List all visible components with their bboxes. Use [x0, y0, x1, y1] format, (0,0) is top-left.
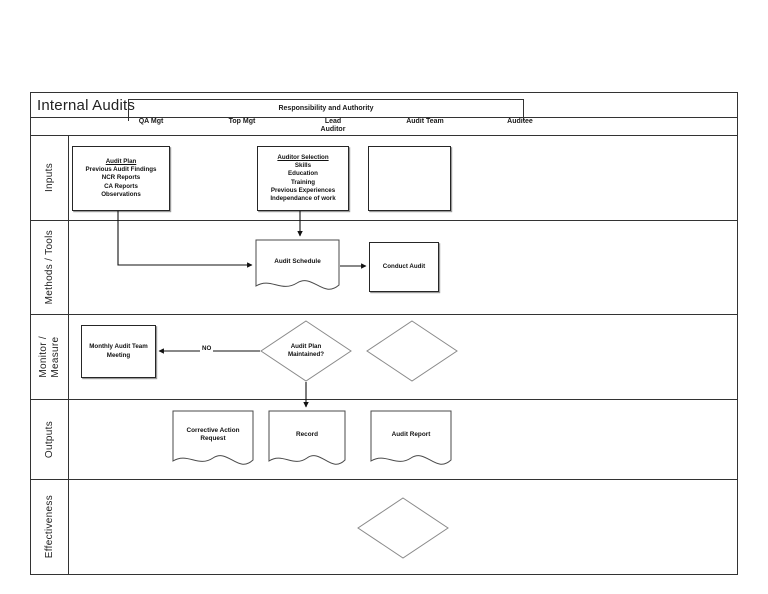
- row-label-cell-outputs: Outputs: [31, 400, 69, 479]
- shape-monthly-audit-team-meeting[interactable]: Monthly Audit Team Meeting: [81, 325, 156, 378]
- column-header-audit-team: Audit Team: [406, 118, 444, 125]
- shape-record[interactable]: Record: [268, 410, 346, 470]
- shape-audit-report[interactable]: Audit Report: [370, 410, 452, 470]
- swimlane-row-monitor-measure: Monitor / Measure: [31, 315, 738, 400]
- auditor-selection-line-2: Education: [288, 170, 318, 178]
- decision-diamond-icon: [260, 320, 352, 382]
- document-shape-icon: [172, 410, 254, 465]
- column-header-top-mgt: Top Mgt: [228, 118, 256, 125]
- responsibility-bracket: [128, 99, 524, 121]
- audit-plan-line-4: Observations: [101, 190, 141, 198]
- audit-plan-line-3: CA Reports: [104, 182, 138, 190]
- row-label-methods-tools: Methods / Tools: [43, 230, 55, 305]
- document-shape-icon: [255, 239, 340, 290]
- audit-plan-header: Audit Plan: [105, 157, 137, 165]
- page-title: Internal Audits: [37, 96, 136, 114]
- auditor-selection-line-4: Previous Experiences: [270, 186, 336, 194]
- column-header-lead-auditor: Lead Auditor: [320, 118, 346, 133]
- row-label-cell-monitor-measure: Monitor / Measure: [31, 315, 69, 399]
- row-label-cell-methods-tools: Methods / Tools: [31, 221, 69, 314]
- swimlane-row-inputs: Inputs: [31, 136, 738, 221]
- shape-monitor-empty-diamond[interactable]: [366, 320, 458, 382]
- row-label-monitor-measure: Monitor / Measure: [37, 336, 61, 378]
- auditor-selection-header: Auditor Selection: [277, 153, 329, 161]
- auditor-selection-line-3: Training: [290, 178, 316, 186]
- swimlane-row-outputs: Outputs: [31, 400, 738, 480]
- row-label-outputs: Outputs: [43, 420, 55, 459]
- shape-corrective-action-request-label: Corrective Action Request: [186, 426, 240, 443]
- shape-audit-schedule-label: Audit Schedule: [274, 258, 321, 266]
- document-shape-icon: [268, 410, 346, 465]
- audit-plan-line-2: NCR Reports: [101, 174, 141, 182]
- shape-effectiveness-empty-diamond[interactable]: [357, 497, 449, 559]
- shape-inputs-empty-box-text: [409, 178, 411, 180]
- edge-label-no: NO: [200, 345, 214, 352]
- column-header-auditee: Auditee: [507, 118, 533, 125]
- shape-auditor-selection-text: Auditor Selection Skills Education Train…: [269, 153, 336, 204]
- shape-inputs-empty-box[interactable]: [368, 146, 451, 211]
- shape-audit-schedule[interactable]: Audit Schedule: [255, 239, 340, 294]
- row-label-effectiveness: Effectiveness: [43, 495, 55, 559]
- audit-plan-line-1: Previous Audit Findings: [85, 166, 157, 174]
- responsibility-header-label: Responsibility and Authority: [278, 105, 374, 112]
- row-label-cell-effectiveness: Effectiveness: [31, 480, 69, 574]
- shape-record-label: Record: [295, 430, 319, 438]
- document-shape-icon: [370, 410, 452, 465]
- title-row: Internal Audits: [31, 93, 738, 118]
- shape-audit-plan[interactable]: Audit Plan Previous Audit Findings NCR R…: [72, 146, 170, 211]
- swimlane-row-effectiveness: Effectiveness: [31, 480, 738, 574]
- shape-conduct-audit-label: Conduct Audit: [382, 262, 426, 270]
- shape-monthly-audit-team-meeting-label: Monthly Audit Team Meeting: [89, 343, 148, 359]
- shape-corrective-action-request[interactable]: Corrective Action Request: [172, 410, 254, 470]
- shape-auditor-selection[interactable]: Auditor Selection Skills Education Train…: [257, 146, 349, 211]
- row-label-cell-inputs: Inputs: [31, 136, 69, 220]
- auditor-selection-line-1: Skills: [294, 162, 312, 170]
- shape-audit-plan-maintained[interactable]: Audit Plan Maintained?: [260, 320, 352, 382]
- shape-audit-report-label: Audit Report: [391, 430, 431, 438]
- shape-audit-plan-text: Audit Plan Previous Audit Findings NCR R…: [85, 157, 158, 200]
- shape-conduct-audit[interactable]: Conduct Audit: [369, 242, 439, 292]
- column-header-qa-mgt: QA Mgt: [138, 118, 164, 125]
- auditor-selection-line-5: Independance of work: [270, 194, 336, 202]
- shape-audit-plan-maintained-label: Audit Plan Maintained?: [287, 342, 325, 358]
- decision-diamond-icon: [357, 497, 449, 559]
- column-header-band: QA Mgt Top Mgt Lead Auditor Audit Team A…: [31, 118, 738, 136]
- swimlane-row-methods-tools: Methods / Tools: [31, 221, 738, 315]
- row-label-inputs: Inputs: [43, 163, 55, 193]
- decision-diamond-icon: [366, 320, 458, 382]
